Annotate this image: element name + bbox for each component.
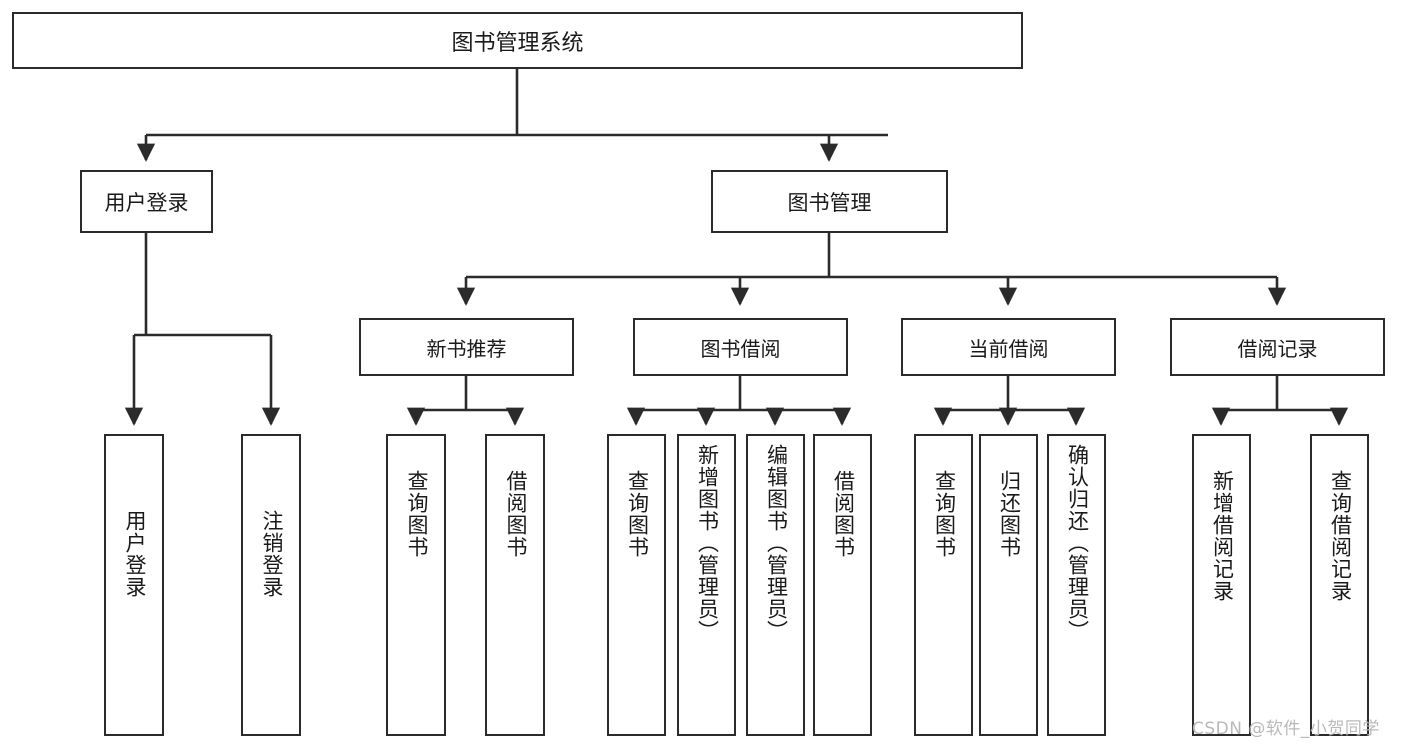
node-label: 新增图书（管理员） [695, 444, 720, 642]
node-label: 图书管理 [787, 190, 872, 215]
node-label: 当前借阅 [968, 336, 1049, 361]
node-leaf-query-borrow-record[interactable]: 查询借阅记录 [1310, 434, 1369, 736]
watermark-text: CSDN @软件_小贺同学 [1192, 719, 1380, 739]
node-borrow-record[interactable]: 借阅记录 [1170, 318, 1385, 376]
node-label: 用户登录 [122, 510, 147, 598]
node-current-borrow[interactable]: 当前借阅 [901, 318, 1116, 376]
node-leaf-query-book-recommend[interactable]: 查询图书 [386, 434, 446, 736]
node-label: 借阅图书 [831, 470, 856, 558]
node-leaf-add-book-admin[interactable]: 新增图书（管理员） [677, 434, 736, 736]
node-root-book-management-system[interactable]: 图书管理系统 [12, 12, 1023, 69]
node-leaf-user-login[interactable]: 用户登录 [104, 434, 164, 736]
node-label: 用户登录 [104, 190, 189, 215]
node-new-book-recommend[interactable]: 新书推荐 [359, 318, 574, 376]
node-book-management[interactable]: 图书管理 [711, 170, 948, 233]
node-label: 借阅记录 [1237, 336, 1318, 361]
node-label: 新书推荐 [426, 336, 507, 361]
node-label: 查询图书 [625, 470, 650, 558]
node-label: 归还图书 [997, 470, 1022, 558]
node-label: 图书管理系统 [451, 30, 584, 56]
node-leaf-query-book-current[interactable]: 查询图书 [914, 434, 973, 736]
node-label: 查询图书 [932, 470, 957, 558]
node-label: 确认归还（管理员） [1065, 444, 1090, 642]
node-leaf-edit-book-admin[interactable]: 编辑图书（管理员） [746, 434, 805, 736]
node-leaf-query-book-borrow[interactable]: 查询图书 [607, 434, 666, 736]
node-leaf-borrow-book-recommend[interactable]: 借阅图书 [485, 434, 545, 736]
node-leaf-user-logout[interactable]: 注销登录 [241, 434, 301, 736]
node-label: 编辑图书（管理员） [764, 444, 789, 642]
node-label: 查询借阅记录 [1328, 470, 1353, 602]
node-label: 查询图书 [404, 470, 429, 558]
node-leaf-return-book[interactable]: 归还图书 [979, 434, 1038, 736]
node-leaf-confirm-return-admin[interactable]: 确认归还（管理员） [1047, 434, 1106, 736]
node-book-borrow[interactable]: 图书借阅 [633, 318, 848, 376]
node-leaf-borrow-book[interactable]: 借阅图书 [813, 434, 872, 736]
node-user-login[interactable]: 用户登录 [80, 170, 213, 233]
node-label: 注销登录 [259, 510, 284, 598]
node-label: 图书借阅 [700, 336, 781, 361]
node-label: 新增借阅记录 [1210, 470, 1235, 602]
node-leaf-add-borrow-record[interactable]: 新增借阅记录 [1192, 434, 1251, 736]
node-label: 借阅图书 [503, 470, 528, 558]
